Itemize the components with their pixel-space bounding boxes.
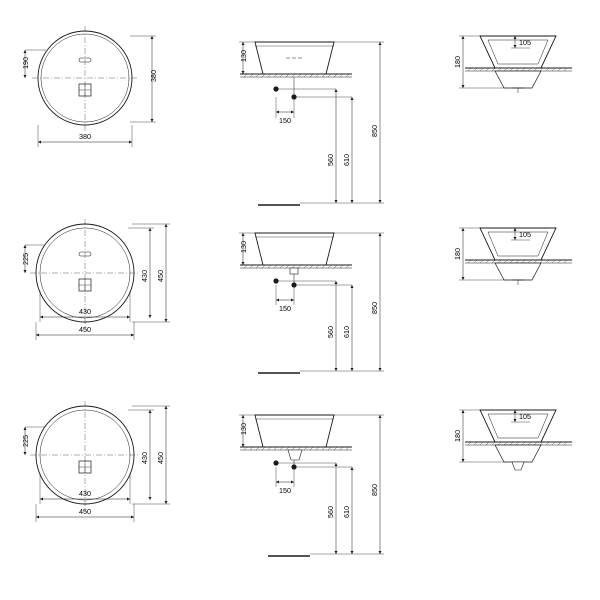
- dim-row3-plan-outer: 450: [79, 507, 91, 516]
- dim-row3-side-total: 180: [453, 430, 462, 442]
- row-3-side-view: [459, 409, 572, 471]
- dim-row1-side-total: 180: [453, 56, 462, 68]
- dim-row2-plan-outer: 450: [79, 325, 91, 334]
- dim-row3-front-560: 560: [326, 506, 335, 518]
- dim-row3-side-rim: 105: [519, 412, 531, 421]
- dim-row3-plan-inner-right: 430: [140, 452, 149, 464]
- dim-row1-front-560: 560: [326, 154, 335, 166]
- row-1-side-view: [459, 35, 572, 93]
- row-2-front-view: [239, 232, 384, 374]
- dim-row2-front-tap-offset: 150: [279, 304, 291, 313]
- dim-row1-plan-outer: 380: [79, 132, 91, 141]
- dim-row1-front-610: 610: [342, 154, 351, 166]
- dim-row2-side-total: 180: [453, 248, 462, 260]
- dim-row1-plan-inner: 380: [149, 70, 158, 82]
- dim-row3-front-850: 850: [370, 484, 379, 496]
- dim-row3-plan-inner: 430: [79, 489, 91, 498]
- dim-row2-plan-depth: 225: [21, 253, 30, 265]
- row-1-front-view: [239, 41, 384, 206]
- dim-row3-front-height: 130: [239, 423, 248, 435]
- dim-row1-front-height: 130: [239, 50, 248, 62]
- dim-row3-front-tap-offset: 150: [279, 486, 291, 495]
- dim-row2-plan-outer-right: 450: [156, 270, 165, 282]
- dim-row2-plan-inner-right: 430: [140, 270, 149, 282]
- row-2-side-view: [459, 227, 572, 285]
- dim-row2-plan-inner: 430: [79, 307, 91, 316]
- dim-row2-front-560: 560: [326, 326, 335, 338]
- row-3-plan-view: [23, 401, 170, 522]
- dim-row1-front-tap-offset: 150: [279, 116, 291, 125]
- dim-row1-plan-depth: 190: [21, 57, 30, 69]
- dim-row3-front-610: 610: [342, 506, 351, 518]
- dim-row1-side-rim: 105: [519, 38, 531, 47]
- row-1-plan-view: [23, 26, 156, 147]
- dim-row2-front-height: 130: [239, 241, 248, 253]
- dim-row2-front-610: 610: [342, 326, 351, 338]
- dim-row3-plan-outer-right: 450: [156, 452, 165, 464]
- dim-row1-front-850: 850: [370, 125, 379, 137]
- row-3-front-view: [239, 414, 384, 557]
- dim-row3-plan-depth: 225: [21, 435, 30, 447]
- dim-row2-front-850: 850: [370, 302, 379, 314]
- row-2-plan-view: [23, 219, 170, 340]
- dim-row2-side-rim: 105: [519, 230, 531, 239]
